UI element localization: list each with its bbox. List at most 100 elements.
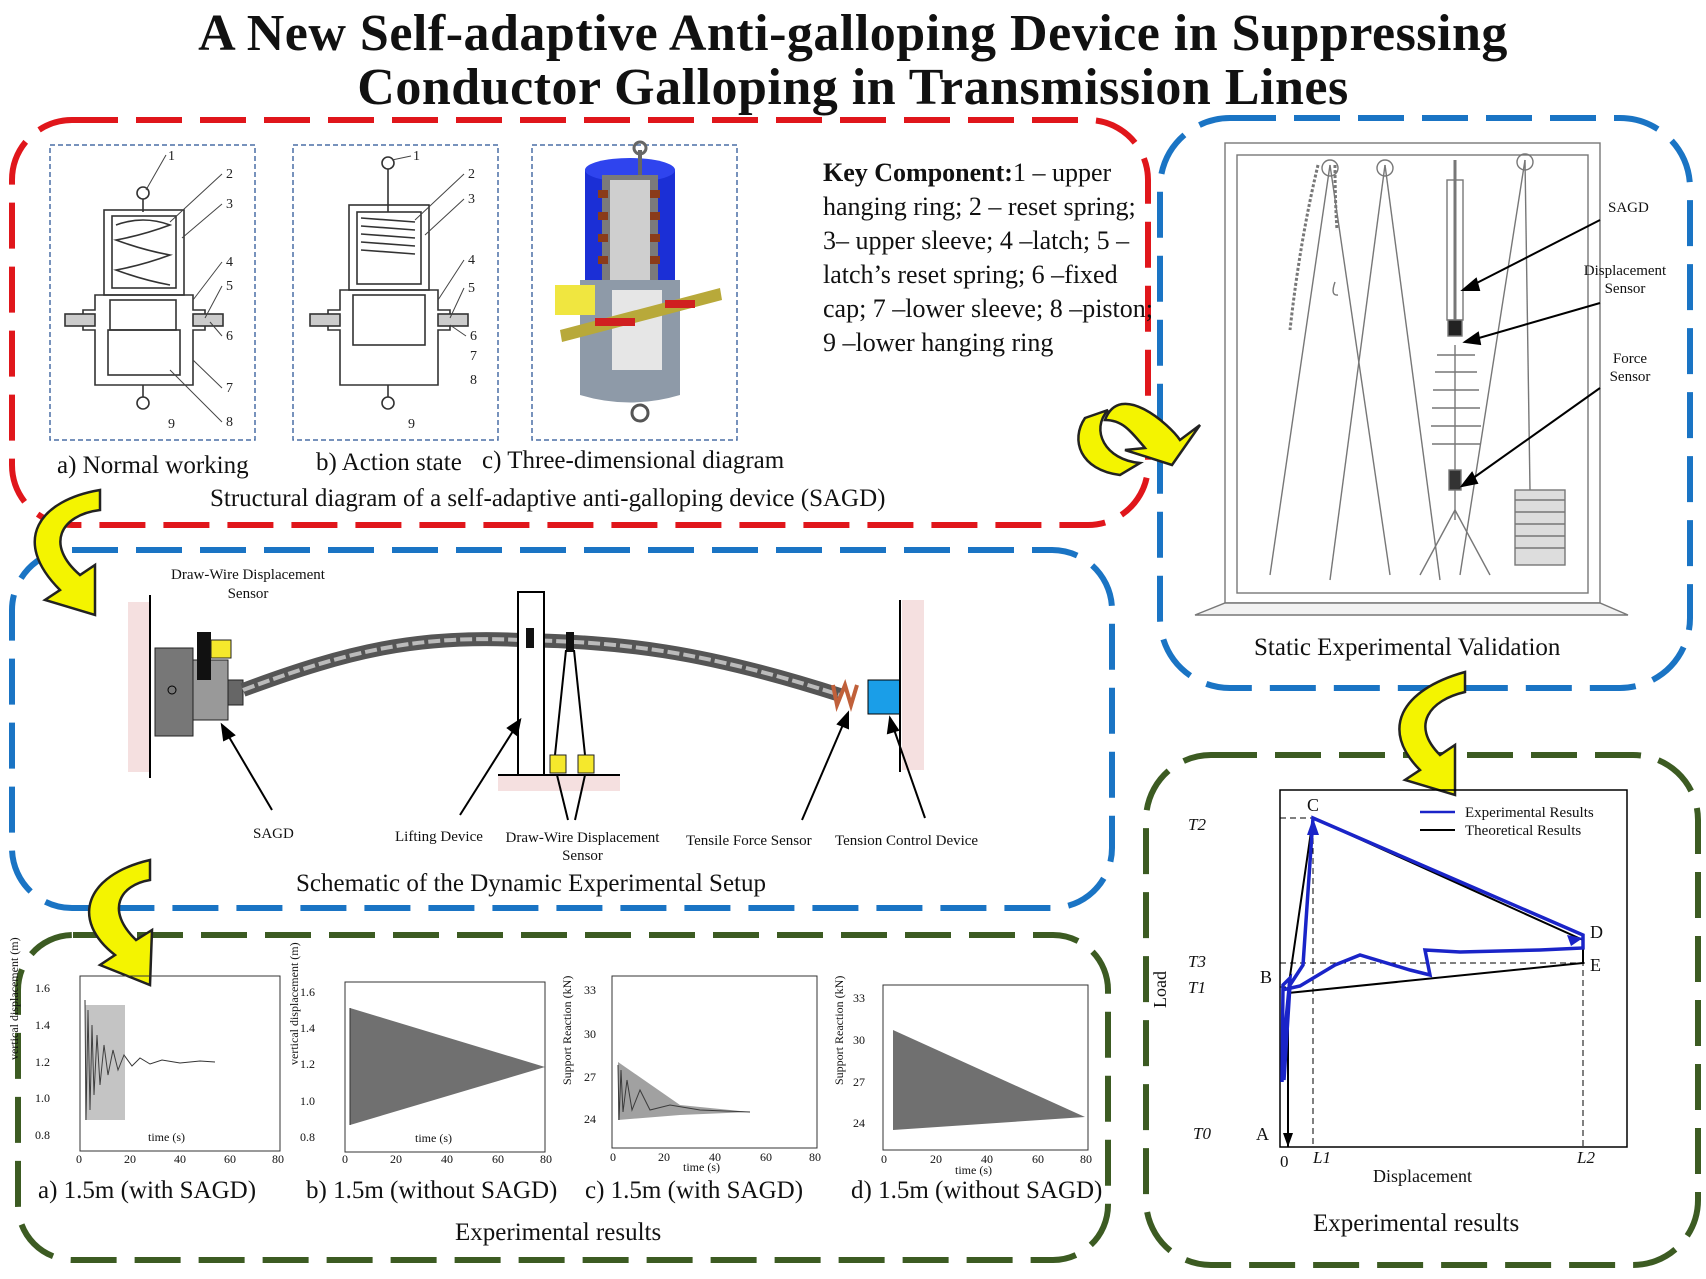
right-chart-xlabel: Displacement: [1373, 1166, 1472, 1186]
svg-text:6: 6: [226, 329, 233, 344]
plot-d-xtick: 60: [1032, 1152, 1044, 1166]
legend-theoretical: Theoretical Results: [1465, 823, 1582, 839]
svg-text:2: 2: [226, 167, 233, 182]
ymark-t3: T3: [1188, 952, 1206, 971]
results-left-panel-border: [15, 932, 1111, 1263]
ymark-t2: T2: [1188, 815, 1206, 834]
plot-a-ylabel: vertical displacement (m): [7, 937, 21, 1060]
point-e: E: [1590, 955, 1601, 975]
svg-text:8: 8: [226, 415, 233, 430]
point-b: B: [1260, 967, 1273, 987]
results-right-caption: Experimental results: [1313, 1210, 1520, 1237]
static-caption: Static Experimental Validation: [1254, 634, 1561, 661]
plot-d-ytick: 24: [853, 1116, 865, 1130]
svg-text:4: 4: [226, 255, 233, 270]
device-normal-diagram: [64, 186, 224, 410]
subfig-a-label: a) Normal working: [57, 452, 249, 479]
part-number-labels: 123 456 789 123 456 789: [168, 149, 477, 432]
svg-text:5: 5: [468, 281, 475, 296]
dynamic-label-lifting-device: Lifting Device: [395, 829, 483, 845]
static-test-frame: [1194, 142, 1629, 616]
plot-b-ytick: 1.6: [300, 985, 315, 999]
transition-arrows: [33, 402, 1467, 987]
plot-d-xlabel: time (s): [955, 1163, 992, 1177]
point-a: A: [1256, 1124, 1269, 1144]
key-component-description: Key Component:1 – upper hanging ring; 2 …: [823, 156, 1153, 360]
dynamic-pointer-arrows: [220, 710, 926, 821]
plot-b-xtick: 20: [390, 1152, 402, 1166]
key-component-list: 1 – upper hanging ring; 2 – reset spring…: [823, 158, 1153, 357]
plot-d-xtick: 0: [881, 1152, 887, 1166]
results-right-panel-border: [1143, 752, 1701, 1268]
plot-d-ytick: 27: [853, 1075, 865, 1089]
static-label-sagd: SAGD: [1608, 200, 1649, 216]
plot-d-xtick: 80: [1080, 1152, 1092, 1166]
dynamic-label-tensile-force-sensor: Tensile Force Sensor: [686, 833, 812, 849]
xmark-0: 0: [1280, 1152, 1289, 1171]
poster-title-line2: Conductor Galloping in Transmission Line…: [357, 59, 1349, 116]
legend-experimental: Experimental Results: [1465, 805, 1594, 821]
svg-text:3: 3: [468, 192, 475, 207]
xmark-l2: L2: [1577, 1148, 1595, 1167]
static-pointer-arrows: [1459, 219, 1601, 488]
plot-b-ytick: 1.4: [300, 1021, 315, 1035]
plot-c-ytick: 33: [584, 983, 596, 997]
plot-c-xtick: 0: [610, 1150, 616, 1164]
plot-b-xtick: 60: [492, 1152, 504, 1166]
svg-text:5: 5: [226, 279, 233, 294]
plot-a-xtick: 80: [272, 1152, 284, 1166]
plot-c-ytick: 30: [584, 1027, 596, 1041]
svg-text:1: 1: [168, 149, 175, 164]
plot-b-xtick: 40: [441, 1152, 453, 1166]
plot-c-ylabel: Support Reaction (kN): [560, 975, 574, 1085]
static-label-force-sensor: Force Sensor: [1609, 351, 1651, 385]
static-label-displacement-sensor: Displacement Sensor: [1583, 263, 1667, 297]
dynamic-label-tension-control: Tension Control Device: [835, 833, 979, 849]
plot-a-xtick: 0: [76, 1152, 82, 1166]
dynamic-label-drawwire-top: Draw-Wire Displacement Sensor: [171, 567, 325, 602]
plot-b-ytick: 1.2: [300, 1057, 315, 1071]
svg-text:9: 9: [408, 417, 415, 432]
svg-text:7: 7: [226, 381, 233, 396]
plot-b-ytick: 0.8: [300, 1130, 315, 1144]
plot-a-xlabel: time (s): [148, 1130, 185, 1144]
plot-b-ylabel: vertical displacement (m): [287, 942, 301, 1065]
svg-text:8: 8: [470, 373, 477, 388]
plot-a-signal: [84, 999, 216, 1121]
plot-c-xtick: 60: [760, 1150, 772, 1164]
right-chart-ylabel: Load: [1150, 971, 1170, 1008]
dynamic-caption: Schematic of the Dynamic Experimental Se…: [296, 870, 766, 897]
plot-d-ytick: 33: [853, 991, 865, 1005]
plot-d-xtick: 40: [981, 1152, 993, 1166]
plot-b-ytick: 1.0: [300, 1094, 315, 1108]
plot-a-xtick: 20: [124, 1152, 136, 1166]
dynamic-label-sagd: SAGD: [253, 826, 294, 842]
plot-d-caption: d) 1.5m (without SAGD): [851, 1177, 1103, 1204]
load-displacement-chart: [1279, 789, 1628, 1148]
point-d: D: [1590, 922, 1603, 942]
plot-a-ytick: 1.0: [35, 1091, 50, 1105]
plot-b-caption: b) 1.5m (without SAGD): [306, 1177, 558, 1204]
plot-d-xtick: 20: [930, 1152, 942, 1166]
device-action-diagram: [309, 156, 469, 410]
dynamic-label-drawwire-bottom: Draw-Wire Displacement Sensor: [505, 830, 660, 864]
dynamic-setup-drawing: [128, 591, 924, 791]
results-left-caption: Experimental results: [455, 1219, 662, 1246]
plot-c-caption: c) 1.5m (with SAGD): [585, 1177, 804, 1204]
dynamic-panel-border: [9, 547, 1115, 911]
svg-text:2: 2: [468, 167, 475, 182]
plot-c-xtick: 80: [809, 1150, 821, 1164]
plot-a-xtick: 60: [224, 1152, 236, 1166]
plot-b-xlabel: time (s): [415, 1131, 452, 1145]
svg-text:6: 6: [470, 329, 477, 344]
plot-a-xtick: 40: [174, 1152, 186, 1166]
mini-plot-frames: [79, 975, 1089, 1153]
plot-a-ytick: 0.8: [35, 1128, 50, 1142]
ymark-t0: T0: [1193, 1124, 1211, 1143]
plot-a-caption: a) 1.5m (with SAGD): [38, 1177, 257, 1204]
subfig-c-label: c) Three-dimensional diagram: [482, 447, 785, 474]
part-leader-lines: [145, 154, 467, 423]
key-component-heading: Key Component:: [823, 158, 1013, 187]
plot-c-xtick: 20: [658, 1150, 670, 1164]
